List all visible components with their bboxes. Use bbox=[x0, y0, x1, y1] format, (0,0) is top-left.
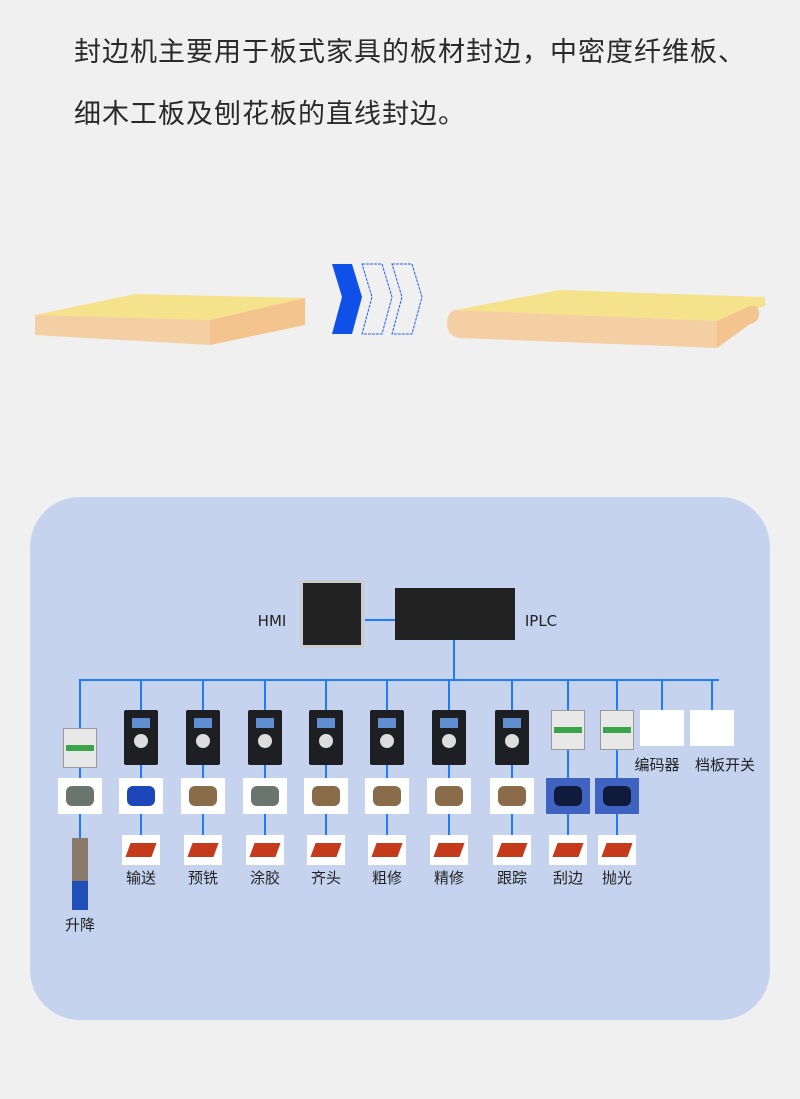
hmi-touchscreen bbox=[300, 580, 364, 648]
bus-line bbox=[79, 679, 719, 681]
plc-bus-drop bbox=[453, 640, 455, 681]
vfd-device bbox=[186, 710, 220, 765]
motor-grey-device bbox=[58, 778, 102, 814]
hmi-plc-link bbox=[365, 619, 395, 621]
column-label: 档板开关 bbox=[694, 756, 756, 774]
contactor-device bbox=[63, 728, 97, 768]
bus-branch bbox=[511, 680, 513, 850]
vfd-device bbox=[370, 710, 404, 765]
process-icon bbox=[246, 835, 284, 865]
column-label: 刮边 bbox=[552, 869, 584, 887]
vfd-device bbox=[124, 710, 158, 765]
motor-grey-device bbox=[243, 778, 287, 814]
encoder-device bbox=[640, 710, 684, 746]
process-arrows bbox=[332, 263, 423, 335]
column-label: 精修 bbox=[433, 869, 465, 887]
plc-label: IPLC bbox=[524, 612, 558, 630]
column-label: 齐头 bbox=[310, 869, 342, 887]
process-icon bbox=[184, 835, 222, 865]
contactor-device bbox=[600, 710, 634, 750]
bus-branch bbox=[616, 680, 618, 850]
raw-board-illustration bbox=[35, 294, 305, 345]
contactor-device bbox=[551, 710, 585, 750]
vfd-device bbox=[432, 710, 466, 765]
vfd-device bbox=[248, 710, 282, 765]
hmi-label: HMI bbox=[257, 612, 287, 630]
process-icon bbox=[493, 835, 531, 865]
process-icon bbox=[307, 835, 345, 865]
intro-text: 封边机主要用于板式家具的板材封边，中密度纤维板、细木工板及刨花板的直线封边。 bbox=[74, 37, 746, 130]
plc-controller bbox=[395, 588, 515, 640]
spindle-device bbox=[304, 778, 348, 814]
process-icon bbox=[598, 835, 636, 865]
spindle-device bbox=[365, 778, 409, 814]
bus-branch bbox=[140, 680, 142, 850]
column-label: 抛光 bbox=[601, 869, 633, 887]
column-label: 升降 bbox=[64, 916, 96, 934]
spindle-device bbox=[181, 778, 225, 814]
bus-branch bbox=[202, 680, 204, 850]
spindle-device bbox=[427, 778, 471, 814]
column-label: 预铣 bbox=[187, 869, 219, 887]
vfd-device bbox=[309, 710, 343, 765]
bus-branch bbox=[567, 680, 569, 850]
process-icon bbox=[549, 835, 587, 865]
column-label: 跟踪 bbox=[496, 869, 528, 887]
column-label: 输送 bbox=[125, 869, 157, 887]
bus-branch bbox=[711, 680, 713, 730]
column-label: 编码器 bbox=[634, 756, 680, 774]
motor-dark-device bbox=[595, 778, 639, 814]
switch-device bbox=[690, 710, 734, 746]
vfd-device bbox=[495, 710, 529, 765]
edged-board-illustration bbox=[447, 290, 765, 348]
motor-blue-device bbox=[119, 778, 163, 814]
bus-branch bbox=[264, 680, 266, 850]
column-label: 涂胶 bbox=[249, 869, 281, 887]
spindle-device bbox=[490, 778, 534, 814]
column-label: 粗修 bbox=[371, 869, 403, 887]
process-icon bbox=[122, 835, 160, 865]
process-icon bbox=[430, 835, 468, 865]
motor-dark-device bbox=[546, 778, 590, 814]
bus-branch bbox=[448, 680, 450, 850]
bus-branch bbox=[325, 680, 327, 850]
process-icon bbox=[368, 835, 406, 865]
bus-branch bbox=[661, 680, 663, 730]
bus-branch bbox=[386, 680, 388, 850]
lift-screw-jack bbox=[72, 838, 88, 910]
